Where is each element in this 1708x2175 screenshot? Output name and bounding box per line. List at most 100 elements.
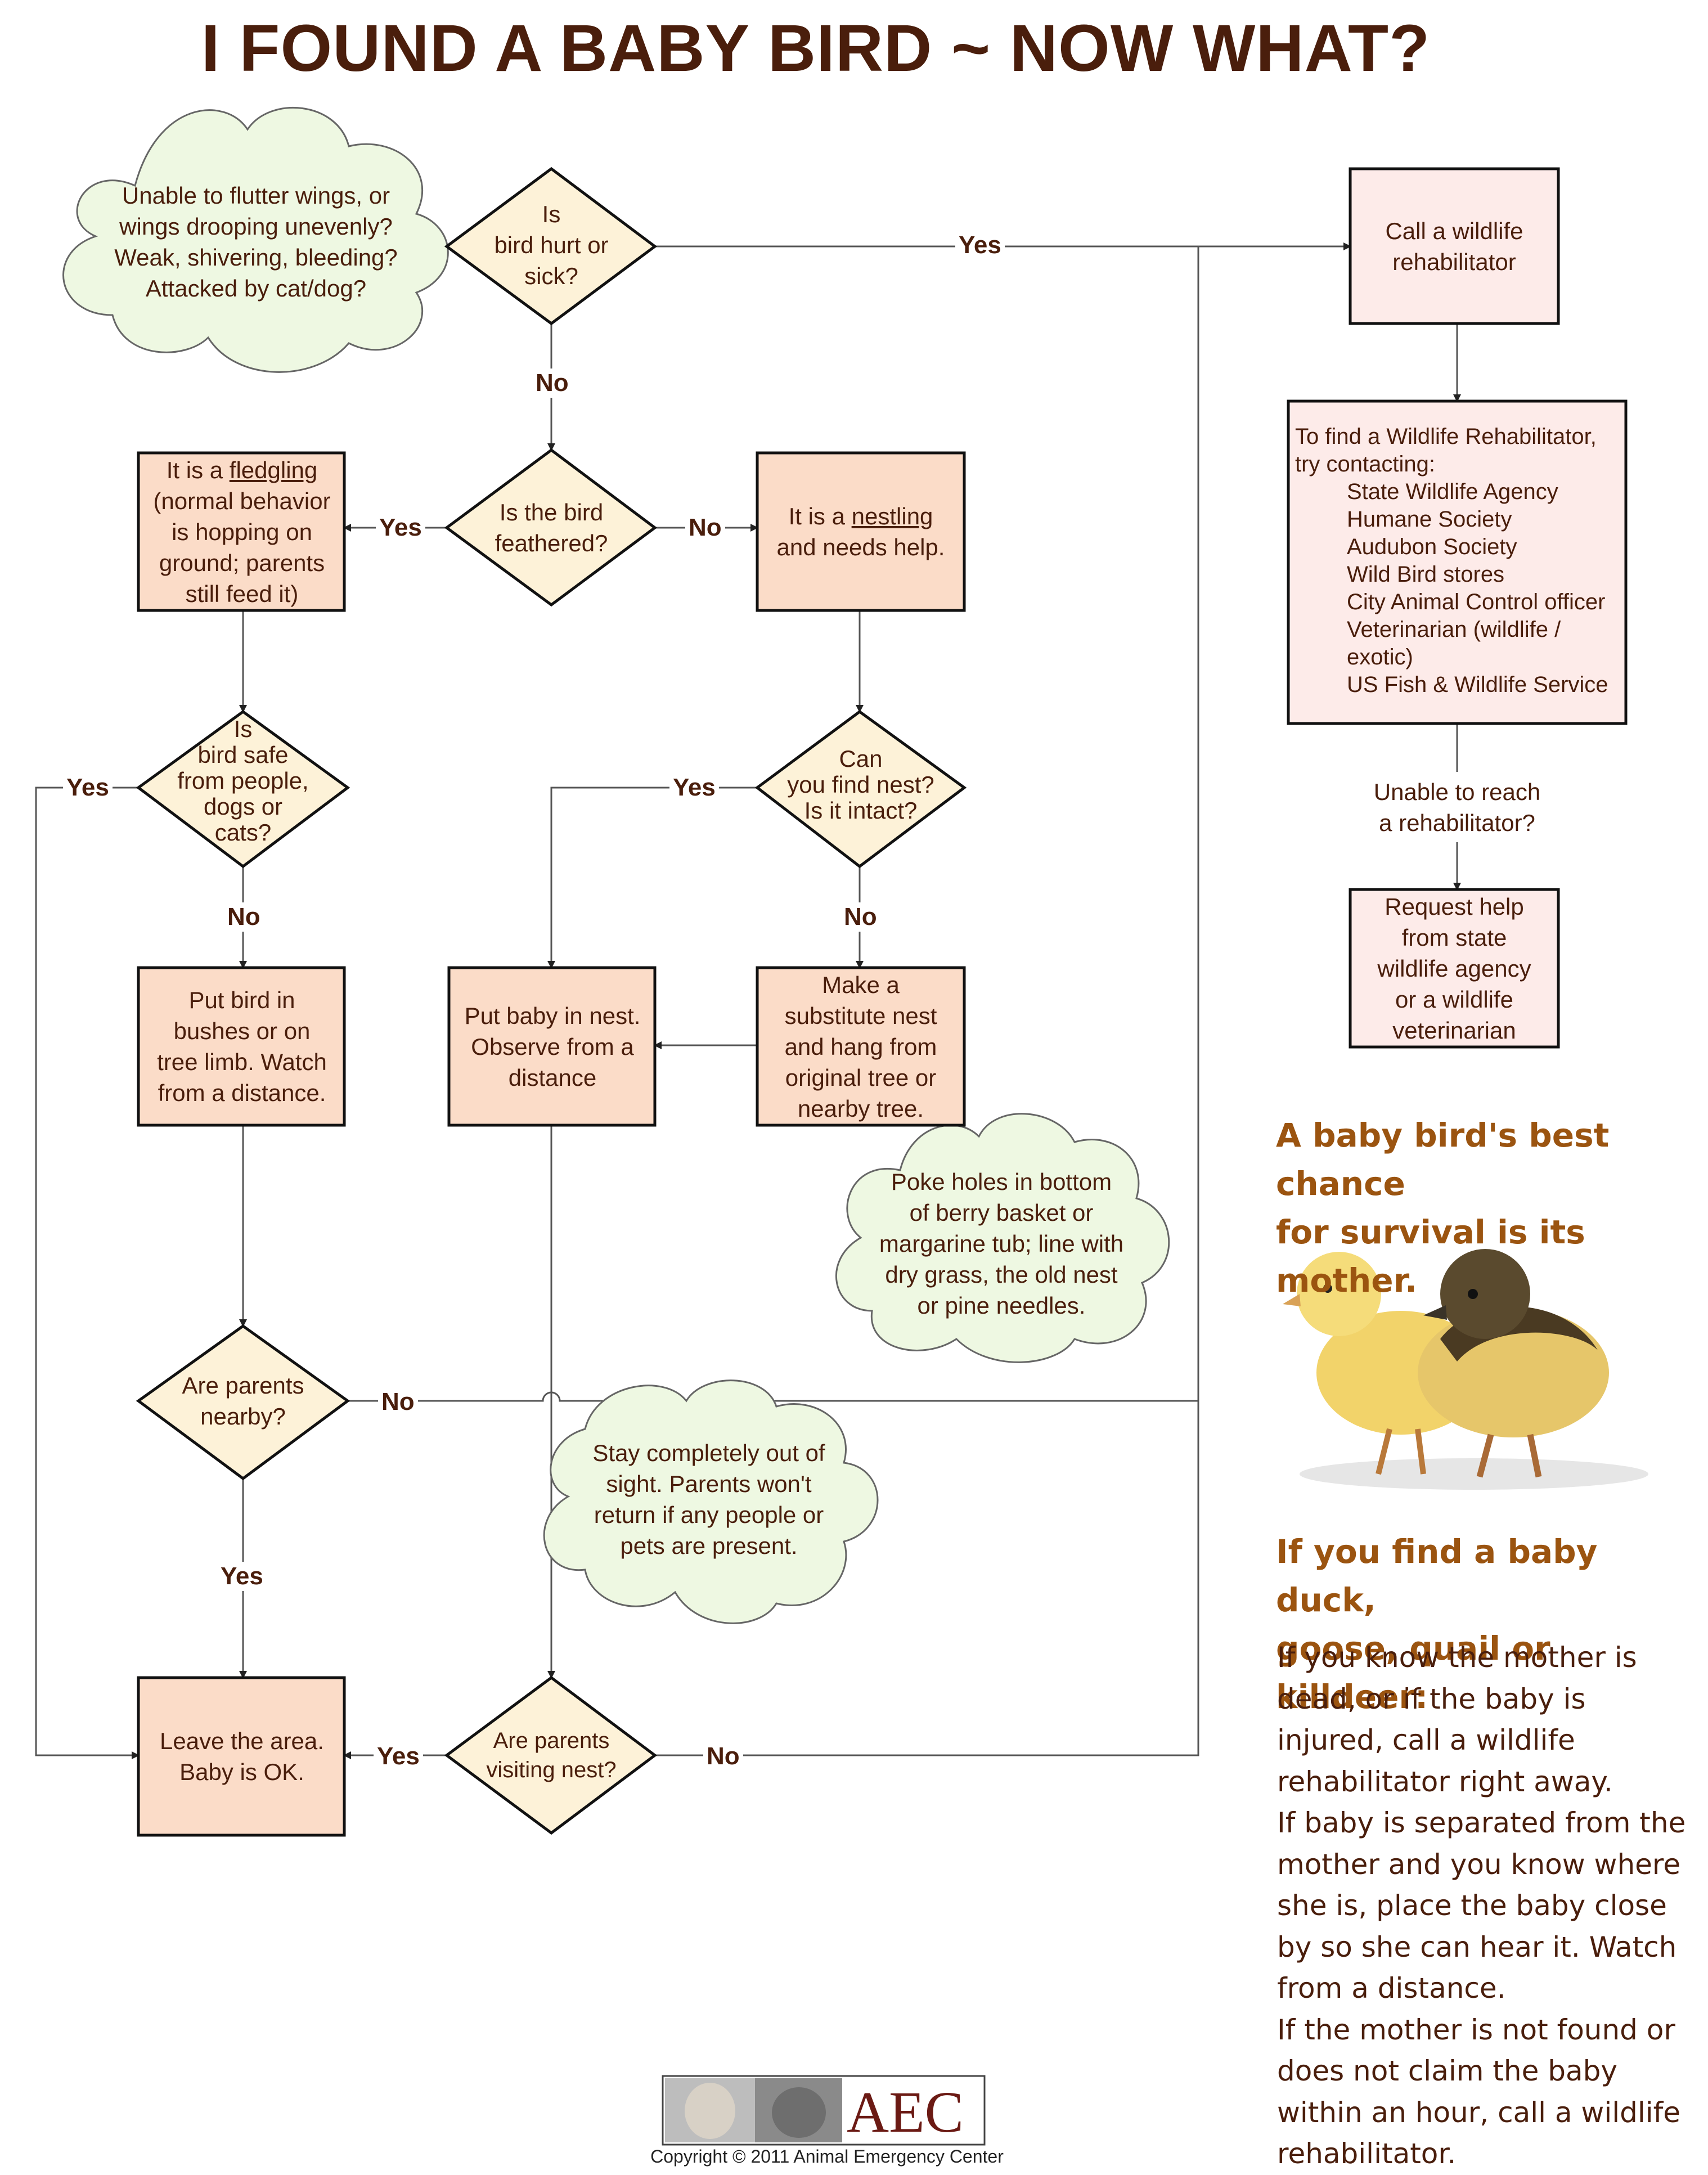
text-line: veterinarian: [1392, 1017, 1516, 1044]
text-line: substitute nest: [784, 1002, 937, 1029]
rehab-contact-item: Wild Bird stores: [1347, 562, 1505, 587]
sidebar-paragraphs: If you know the mother is dead, or if th…: [1277, 1637, 1693, 2175]
text-line: rehabilitator: [1392, 248, 1516, 275]
rehab-contact-list: To find a Wildlife Rehabilitator,try con…: [1295, 423, 1608, 699]
text-line: Is: [233, 715, 253, 742]
label-feathered-no: No: [685, 513, 725, 542]
text-line: or pine needles.: [917, 1292, 1086, 1319]
rehab-contact-item: US Fish & Wildlife Service: [1347, 672, 1608, 697]
diamond-safe: [136, 709, 350, 869]
substitute-text: Make a substitute nest and hang from origin…: [759, 970, 962, 1122]
question-parents-nearby-text: Are parents nearby?: [164, 1361, 322, 1440]
text-line: Call a wildlife: [1385, 217, 1523, 244]
text-line: you find nest?: [787, 771, 934, 798]
diamond-parents-nearby: [136, 1324, 350, 1481]
box-substitute: [756, 966, 966, 1127]
diamond-feathered: [444, 448, 658, 607]
text-line: cats?: [214, 819, 272, 846]
text-line: If you find a baby duck,: [1276, 1533, 1598, 1619]
text-line: Is it intact?: [804, 797, 918, 824]
text-line: goose, quail or killdeer:: [1276, 1629, 1550, 1716]
unable-reach-text: Unable to reach a rehabilitator?: [1339, 772, 1575, 842]
label-hurt-yes: Yes: [955, 231, 1005, 260]
box-leave-area: [137, 1676, 346, 1837]
sidebar-paragraph-2: If baby is separated from the mother and…: [1277, 1806, 1686, 2005]
label-nest-yes: Yes: [669, 773, 719, 802]
label-hurt-no: No: [532, 369, 572, 398]
aec-logo-text: AEC: [847, 2080, 964, 2145]
box-request-help: [1349, 888, 1560, 1049]
diamond-visiting: [444, 1675, 658, 1835]
page-title: I FOUND A BABY BIRD ~ NOW WHAT?: [201, 11, 1431, 86]
cloud-sight: [543, 1379, 879, 1624]
text-line: Stay completely out of: [592, 1440, 825, 1466]
text-line: tree limb. Watch: [157, 1049, 327, 1075]
text-line: To find a Wildlife Rehabilitator,: [1295, 424, 1597, 449]
text-line: wildlife agency: [1377, 955, 1531, 982]
label-nest-no: No: [840, 902, 880, 932]
fledgling-word: fledgling: [229, 456, 318, 483]
box-put-nest: [447, 966, 657, 1127]
text-line: and hang from: [784, 1033, 937, 1060]
rehab-list-heading: To find a Wildlife Rehabilitator,try con…: [1295, 423, 1608, 478]
rehab-contact-item: City Animal Control officer: [1347, 590, 1606, 614]
text-line: ground; parents: [159, 549, 325, 576]
text-line: bird safe: [197, 741, 289, 768]
text-line: Are parents: [182, 1372, 304, 1399]
text-line: Put bird in: [188, 987, 295, 1013]
text-line: Unable to flutter wings, or: [122, 182, 390, 209]
edge-safe-yes: [35, 787, 140, 1759]
text-line: Is the bird: [499, 498, 604, 525]
text-line: is hopping on: [172, 518, 312, 545]
box-put-bushes: [137, 966, 346, 1127]
cloud-basket-text: Poke holes in bottom of berry basket or ma…: [849, 1159, 1153, 1328]
sidebar-paragraph-3: If the mother is not found or does not c…: [1277, 2013, 1680, 2170]
text-line: Unable to reach: [1373, 778, 1541, 805]
text-line: Are parents: [493, 1728, 610, 1753]
text-line: pets are present.: [620, 1533, 798, 1559]
cloud-basket: [835, 1113, 1170, 1363]
text-line: dogs or: [203, 793, 283, 820]
text-line: sight. Parents won't: [606, 1471, 812, 1497]
box-fledgling: [137, 451, 346, 612]
diamond-nest: [754, 709, 967, 869]
rehab-contact-item: State Wildlife Agency: [1347, 479, 1558, 504]
box-nestling: [756, 451, 966, 612]
sidebar-paragraph-1: If you know the mother is dead, or if th…: [1277, 1641, 1637, 1798]
label-parents-yes: Yes: [217, 1562, 267, 1591]
text-line: margarine tub; line with: [879, 1230, 1124, 1257]
text-line: Make a: [822, 971, 900, 998]
edge-visiting-no: [655, 246, 1199, 1756]
rehab-contact-item: Humane Society: [1347, 507, 1512, 532]
nestling-word: nestling: [851, 503, 933, 529]
text-line: Poke holes in bottom: [891, 1168, 1112, 1195]
text-line: Put baby in nest.: [464, 1002, 641, 1029]
text-line: and needs help.: [776, 534, 945, 560]
text-line: of berry basket or: [909, 1199, 1094, 1226]
rehab-contact-item: Audubon Society: [1347, 534, 1517, 559]
text-line: a rehabilitator?: [1379, 809, 1535, 836]
label-safe-no: No: [224, 902, 264, 932]
text-line: from state: [1401, 924, 1507, 951]
nestling-pre: It is a: [788, 503, 852, 529]
text-line: from people,: [177, 767, 309, 794]
text-line: nearby?: [200, 1403, 286, 1430]
text-line: original tree or: [785, 1064, 937, 1091]
cloud-symptoms: [62, 106, 449, 373]
label-safe-yes: Yes: [63, 773, 113, 802]
leave-area-text: Leave the area.Baby is OK.: [141, 1680, 343, 1832]
text-line: dry grass, the old nest: [885, 1261, 1118, 1288]
ducklings-image: [1283, 1249, 1648, 1490]
diamond-hurt: [444, 167, 658, 326]
